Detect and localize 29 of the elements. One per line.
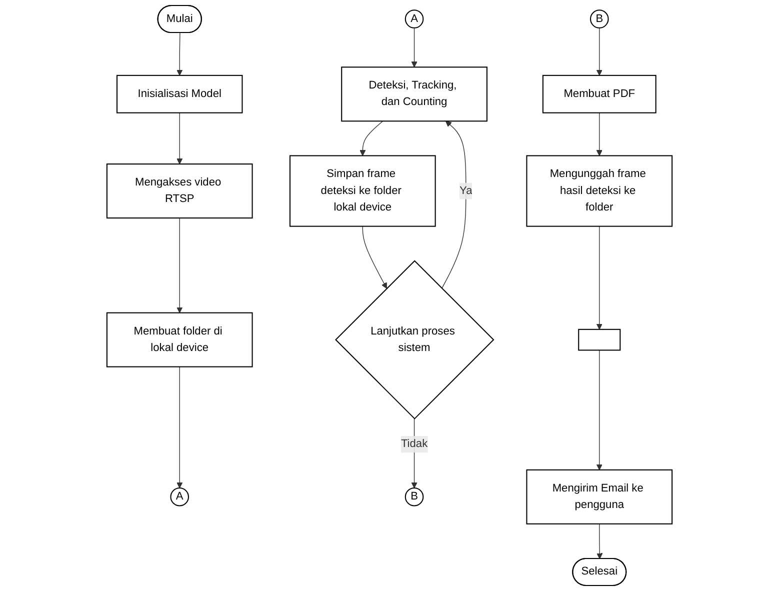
- arrow: [596, 350, 602, 470]
- node-box: Mengunggah frame hasil deteksi ke folder: [526, 155, 673, 227]
- node-box: [578, 328, 621, 351]
- arrow: [176, 112, 183, 164]
- node-diamond: Lanjutkan proses sistem: [335, 260, 494, 420]
- node-circle: A: [404, 10, 424, 28]
- node-box: Membuat PDF: [542, 74, 656, 114]
- arrow: [176, 32, 183, 76]
- node-box: Deteksi, Tracking, dan Counting: [341, 66, 488, 122]
- edge-label: Tidak: [400, 438, 428, 450]
- arrow: [362, 226, 387, 289]
- node-box: Simpan frame deteksi ke folder lokal device: [289, 155, 436, 227]
- arrow: [596, 112, 602, 156]
- arrow: [596, 28, 602, 76]
- node-box: Inisialisasi Model: [116, 74, 243, 114]
- arrow: [176, 366, 183, 488]
- node-circle: A: [170, 487, 190, 506]
- arrow: [596, 226, 602, 330]
- arrow: [176, 218, 183, 314]
- node-box: Membuat folder di lokal device: [106, 312, 253, 368]
- node-box: Mengirim Email ke pengguna: [526, 469, 673, 524]
- arrow: [441, 120, 466, 289]
- arrow: [411, 28, 418, 68]
- edge-label: Ya: [460, 184, 472, 197]
- node-circle: B: [590, 10, 609, 28]
- node-circle: B: [404, 487, 424, 506]
- arrow: [596, 524, 603, 560]
- node-box: Mengakses video RTSP: [106, 164, 253, 219]
- arrow: [360, 120, 384, 156]
